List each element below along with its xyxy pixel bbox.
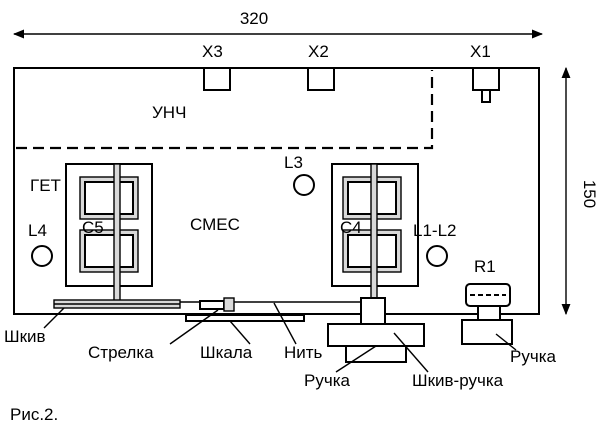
connector-x1: X1 [470,42,500,103]
pulley-knob [327,297,425,363]
connector-x3: X3 [202,42,231,91]
pointer [199,297,235,312]
height-dimension: 150 [561,66,599,316]
coil-l3: L3 [284,153,315,196]
connector-x3-label: X3 [202,42,223,61]
connector-x1-label: X1 [470,42,491,61]
capacitor-c5: C5 [65,163,153,303]
scale [185,314,305,322]
amplifier-label: УНЧ [152,103,186,122]
pulley [53,299,181,309]
callout-knob-left: Ручка [304,371,351,390]
resistor-r1: R1 [465,257,511,321]
callout-thread: Нить [284,343,323,362]
callout-knob-right: Ручка [510,347,557,366]
connector-x2-label: X2 [308,42,329,61]
coil-l3-label: L3 [284,153,303,172]
mixer-label: СМЕС [190,215,240,234]
coil-l1-l2: L1-L2 [413,221,456,267]
coil-l4-label: L4 [28,221,47,240]
callout-pointer: Стрелка [88,343,154,362]
amplifier-region-border [16,70,434,150]
capacitor-c4: C4 [331,163,419,305]
resistor-r1-label: R1 [474,257,496,276]
width-dimension: 320 [12,9,544,39]
callout-pulley-knob: Шкив-ручка [412,371,504,390]
leader-lines [43,302,517,373]
coil-l4: L4 [28,221,53,267]
callout-pulley: Шкив [4,327,46,346]
figure-caption: Рис.2. [10,405,58,424]
coil-l1-l2-label: L1-L2 [413,221,456,240]
capacitor-c4-label: C4 [340,218,362,237]
callout-scale: Шкала [200,343,253,362]
capacitor-c5-label: C5 [82,218,104,237]
height-dimension-label: 150 [580,180,599,208]
oscillator-label: ГЕТ [30,176,61,195]
width-dimension-label: 320 [240,9,268,28]
connector-x2: X2 [307,42,335,91]
